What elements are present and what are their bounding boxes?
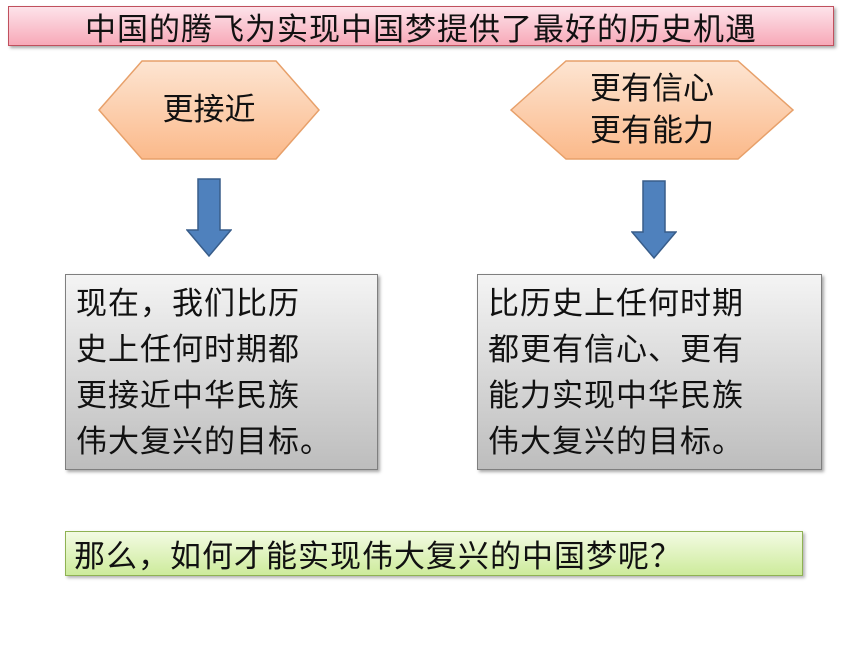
left-text-box: 现在，我们比历 史上任何时期都 更接近中华民族 伟大复兴的目标。 [65, 274, 378, 470]
right-down-arrow-icon [631, 180, 677, 260]
right-text-line-3: 能力实现中华民族 [488, 378, 744, 414]
left-hexagon-label: 更接近 [98, 60, 320, 160]
right-hexagon-label: 更有信心 更有能力 [510, 60, 794, 160]
right-text-line-4: 伟大复兴的目标。 [488, 424, 744, 460]
right-text-line-1: 比历史上任何时期 [488, 286, 744, 322]
left-text-line-4: 伟大复兴的目标。 [76, 424, 332, 460]
left-hexagon-shape [98, 60, 320, 160]
question-box: 那么，如何才能实现伟大复兴的中国梦呢？ [65, 531, 803, 576]
right-hexagon-shape [510, 60, 794, 160]
slide-title-text: 中国的腾飞为实现中国梦提供了最好的历史机遇 [85, 11, 757, 48]
question-text: 那么，如何才能实现伟大复兴的中国梦呢？ [74, 539, 682, 575]
right-text-line-2: 都更有信心、更有 [488, 332, 744, 368]
left-down-arrow-icon [186, 178, 232, 258]
left-text-line-1: 现在，我们比历 [76, 286, 300, 322]
right-hexagon-line-1: 更有信心 [590, 71, 714, 107]
right-hexagon-text: 更有信心 更有能力 [590, 68, 714, 152]
slide-title: 中国的腾飞为实现中国梦提供了最好的历史机遇 [8, 6, 834, 48]
right-hexagon-line-2: 更有能力 [590, 113, 714, 149]
left-hexagon-text: 更接近 [163, 89, 256, 131]
left-text-line-2: 史上任何时期都 [76, 332, 300, 368]
right-text-box: 比历史上任何时期 都更有信心、更有 能力实现中华民族 伟大复兴的目标。 [477, 274, 822, 470]
left-text-line-3: 更接近中华民族 [76, 378, 300, 414]
left-hexagon-line-1: 更接近 [162, 92, 256, 128]
